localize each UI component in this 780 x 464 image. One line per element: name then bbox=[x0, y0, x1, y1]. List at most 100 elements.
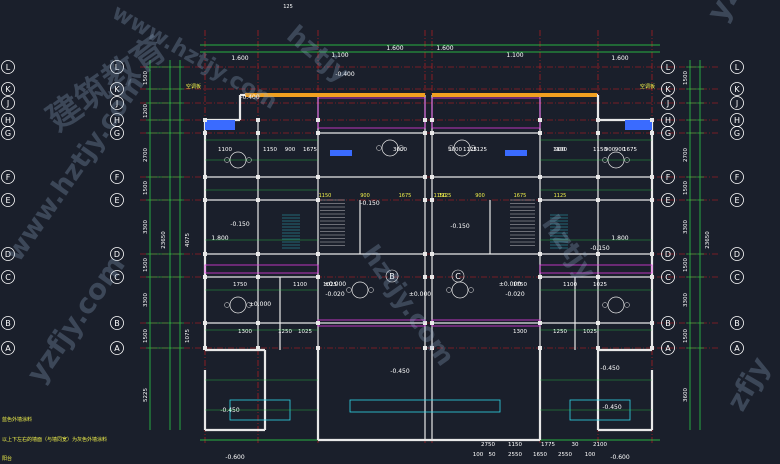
room-label: 1.800 bbox=[611, 235, 628, 242]
dim-yellow: 1150 bbox=[319, 193, 332, 199]
column bbox=[423, 198, 427, 202]
column bbox=[650, 321, 654, 325]
column bbox=[538, 346, 542, 350]
furniture-table bbox=[229, 296, 247, 314]
furniture-chair bbox=[446, 287, 452, 293]
beam-outline bbox=[539, 264, 653, 274]
column bbox=[650, 252, 654, 256]
axis-label-a: A bbox=[734, 344, 740, 353]
axis-label-l: L bbox=[6, 63, 11, 72]
dim-bottom-row2: 1650 bbox=[533, 452, 547, 458]
elevation-mark: -0.400 bbox=[240, 94, 260, 101]
column bbox=[650, 346, 654, 350]
axis-label-k: K bbox=[5, 85, 11, 94]
dim-mid: 900 bbox=[555, 147, 566, 153]
elevation-mark: -0.150 bbox=[450, 223, 470, 230]
furniture-table bbox=[607, 296, 625, 314]
axis-bubble bbox=[110, 316, 124, 330]
axis-label-g: G bbox=[734, 129, 740, 138]
column bbox=[423, 321, 427, 325]
axis-label-a: A bbox=[5, 344, 11, 353]
axis-label-d: D bbox=[665, 250, 671, 259]
dim-mid: 1675 bbox=[623, 147, 637, 153]
balcony-strip-orange bbox=[245, 93, 425, 97]
column bbox=[596, 198, 600, 202]
unit-label-circle bbox=[385, 269, 399, 283]
axis-label-h: H bbox=[5, 116, 11, 125]
column bbox=[316, 252, 320, 256]
column bbox=[423, 131, 427, 135]
dim-right: 3300 bbox=[683, 220, 689, 234]
furniture-chair bbox=[246, 302, 252, 308]
dim-lower: 1025 bbox=[323, 282, 337, 288]
column bbox=[430, 321, 434, 325]
dim-top-small: 125 bbox=[283, 4, 293, 10]
column bbox=[538, 321, 542, 325]
column bbox=[203, 131, 207, 135]
axis-label-f: F bbox=[735, 173, 740, 182]
axis-bubble bbox=[110, 126, 124, 140]
dim-lower: 1025 bbox=[298, 329, 312, 335]
dim-right: 2700 bbox=[683, 148, 689, 162]
furniture-chair bbox=[224, 302, 230, 308]
furniture-chair bbox=[368, 287, 374, 293]
axis-label-j: J bbox=[6, 99, 9, 108]
column bbox=[203, 118, 207, 122]
axis-bubble bbox=[661, 270, 675, 284]
axis-label-j: J bbox=[115, 99, 118, 108]
column bbox=[596, 275, 600, 279]
dim-mid: 1675 bbox=[303, 147, 317, 153]
column bbox=[423, 175, 427, 179]
dim-mid: 3000 bbox=[393, 147, 407, 153]
column bbox=[316, 346, 320, 350]
furniture-chair bbox=[398, 145, 404, 151]
column bbox=[423, 118, 427, 122]
dim-left: 2700 bbox=[143, 148, 149, 162]
terrace-outline bbox=[431, 97, 541, 129]
column bbox=[538, 118, 542, 122]
axis-bubble bbox=[110, 270, 124, 284]
column bbox=[256, 346, 260, 350]
axis-label-e: E bbox=[734, 196, 739, 205]
dim-lower: 1750 bbox=[233, 282, 247, 288]
window-blue bbox=[505, 150, 527, 156]
legend-note-3: 阳台 bbox=[2, 456, 13, 462]
column bbox=[423, 252, 427, 256]
column bbox=[316, 118, 320, 122]
dim-left: 1500 bbox=[143, 329, 149, 343]
axis-bubble bbox=[1, 193, 15, 207]
dim-bottom-row2: 50 bbox=[489, 452, 496, 458]
column bbox=[256, 252, 260, 256]
axis-bubble bbox=[110, 96, 124, 110]
axis-label-c: C bbox=[5, 273, 11, 282]
column bbox=[538, 252, 542, 256]
axis-bubble bbox=[661, 96, 675, 110]
axis-label-c: C bbox=[114, 273, 120, 282]
elevation-mark: -0.150 bbox=[230, 221, 250, 228]
axis-label-g: G bbox=[665, 129, 671, 138]
dim-left: 1500 bbox=[143, 181, 149, 195]
axis-label-d: D bbox=[734, 250, 740, 259]
furniture-chair bbox=[448, 145, 454, 151]
legend-note-1: 蓝色外墙涂料 bbox=[2, 417, 33, 423]
axis-label-l: L bbox=[666, 63, 671, 72]
column bbox=[430, 252, 434, 256]
axis-label-a: A bbox=[114, 344, 120, 353]
axis-bubble bbox=[661, 82, 675, 96]
elevation-mark: -0.450 bbox=[220, 407, 240, 414]
dim-bottom: 1775 bbox=[541, 442, 555, 448]
axis-label-h: H bbox=[665, 116, 671, 125]
column bbox=[423, 275, 427, 279]
column bbox=[650, 118, 654, 122]
axis-bubble bbox=[661, 341, 675, 355]
dim-yellow: 1675 bbox=[514, 193, 527, 199]
column bbox=[596, 252, 600, 256]
furniture-chair bbox=[470, 145, 476, 151]
column bbox=[430, 118, 434, 122]
entrance-steps bbox=[349, 399, 501, 413]
furniture-chair bbox=[468, 287, 474, 293]
axis-bubble bbox=[1, 126, 15, 140]
unit-label-circle bbox=[451, 269, 465, 283]
elevation-mark: -0.450 bbox=[390, 368, 410, 375]
